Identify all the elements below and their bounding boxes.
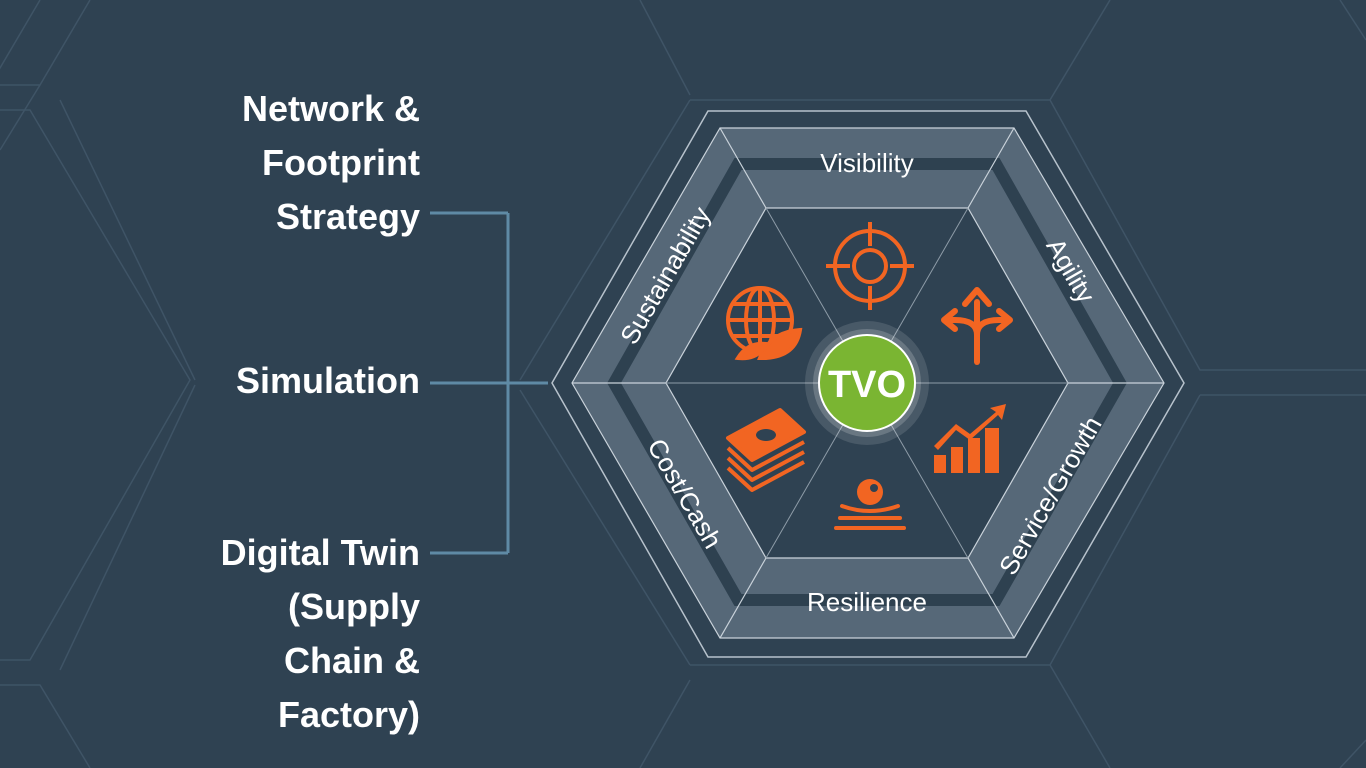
label-network-line2: Footprint: [262, 142, 420, 183]
growth-chart-icon: [934, 404, 1006, 473]
globe-leaf-icon: [726, 286, 803, 361]
label-twin-line1: Digital Twin: [220, 532, 420, 573]
label-twin-line4: Factory): [277, 694, 420, 735]
label-network-line1: Network &: [241, 88, 420, 129]
branching-arrows-icon: [941, 287, 1013, 365]
ring-dividers: [572, 127, 1164, 639]
outer-hexagon-border: [551, 110, 1185, 658]
center-circle: [818, 334, 916, 432]
label-twin-line3: Chain &: [283, 640, 420, 681]
segment-label-visibility: Visibility: [820, 148, 913, 178]
label-twin-line2: (Supply: [288, 586, 420, 627]
center-label: TVO: [828, 364, 906, 406]
balance-resilience-icon: [834, 479, 906, 530]
label-digital-twin: Digital Twin (Supply Chain & Factory): [221, 526, 420, 742]
label-simulation-text: Simulation: [235, 360, 420, 401]
label-simulation: Simulation: [236, 354, 420, 408]
connector-bracket: [430, 211, 548, 555]
label-network-footprint-strategy: Network & Footprint Strategy: [242, 82, 420, 244]
target-icon: [826, 222, 914, 310]
money-stack-icon: [726, 408, 806, 492]
segment-label-resilience: Resilience: [807, 587, 927, 617]
label-network-line3: Strategy: [275, 196, 420, 237]
